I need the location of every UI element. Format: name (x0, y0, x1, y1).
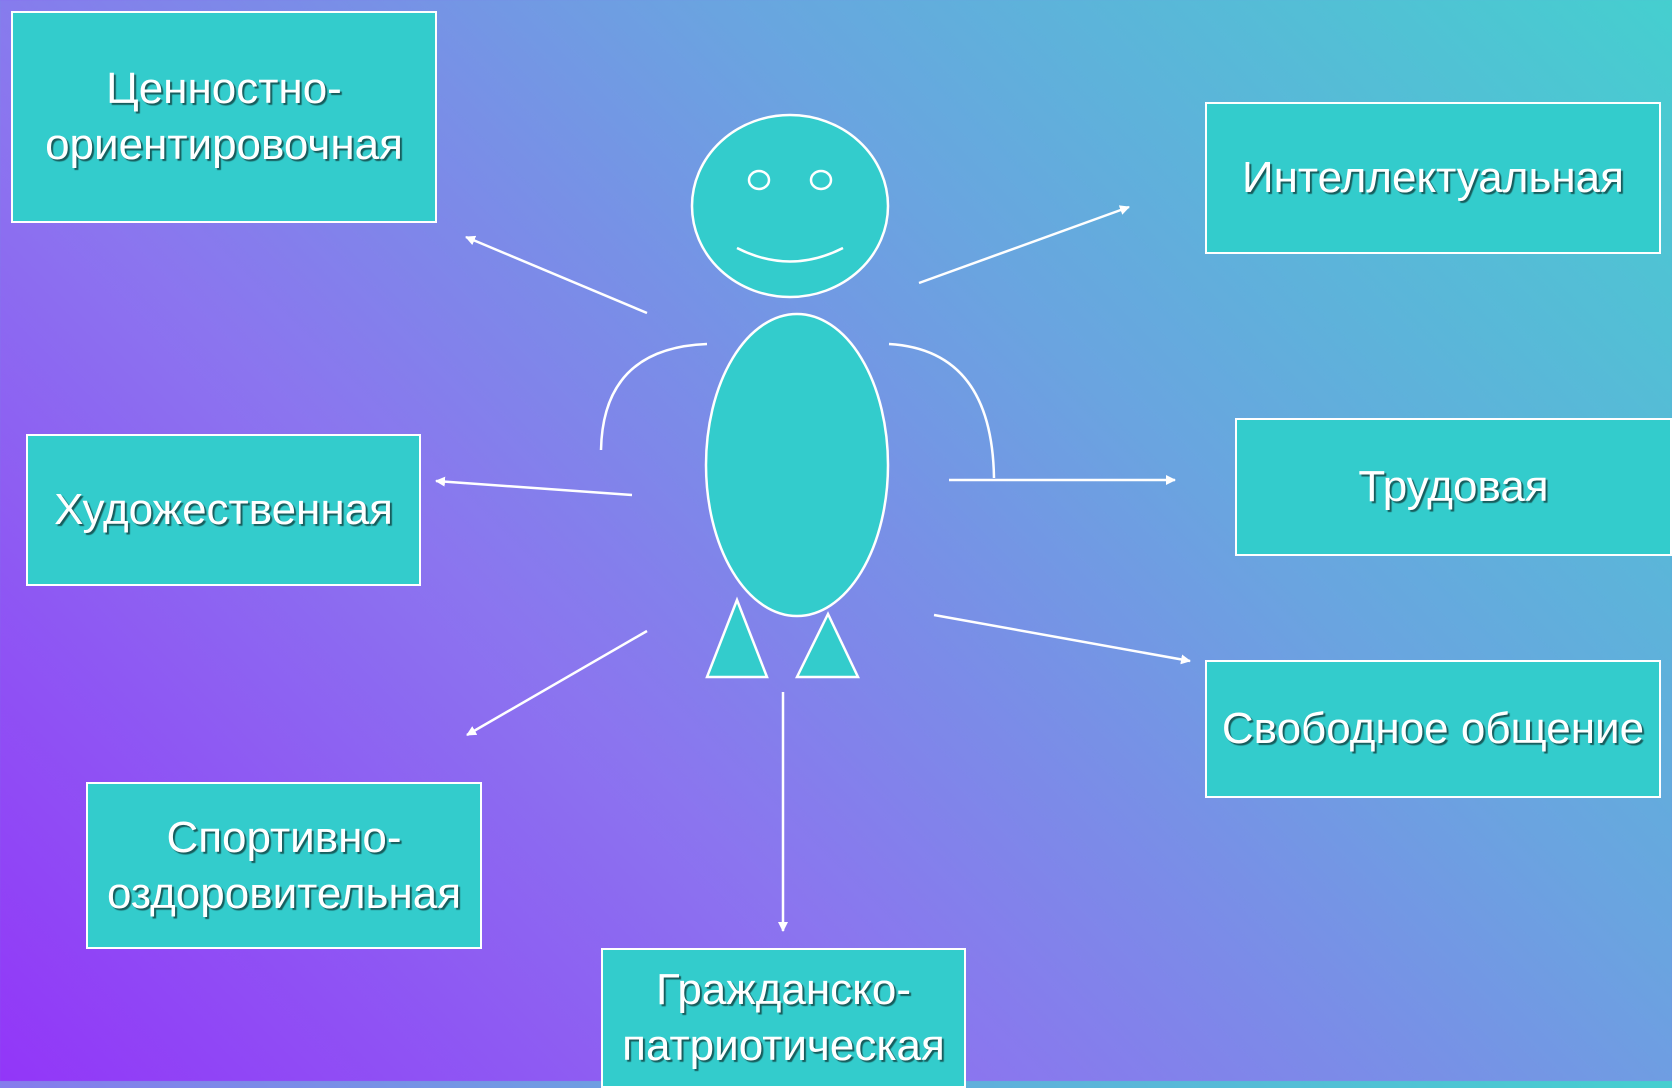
intellectual-box: Интеллектуальная (1205, 102, 1661, 254)
left-arm-icon (599, 342, 708, 451)
right-eye-icon (809, 169, 833, 191)
arrow-to-sports-health (466, 629, 648, 737)
sports-health-line-2: оздоровительная (106, 868, 462, 918)
value-orientation-line-1: Ценностно- (106, 64, 342, 113)
labor-box: Трудовая (1235, 418, 1672, 556)
arrow-to-free-communication (933, 613, 1191, 665)
civic-patriotic-box: Гражданско- патриотическая (601, 948, 966, 1088)
value-orientation-box: Ценностно- ориентировочная (11, 11, 437, 223)
body-icon (704, 312, 890, 618)
value-orientation-line-2: ориентировочная (45, 120, 403, 169)
right-arm-icon (888, 342, 996, 479)
left-eye-icon (747, 169, 771, 191)
free-communication-label: Свободное общение (1221, 704, 1645, 753)
right-foot-icon (794, 611, 860, 679)
sports-health-box: Спортивно- оздоровительная (86, 782, 482, 949)
person-figure-icon (599, 113, 996, 679)
artistic-label: Художественная (54, 485, 393, 534)
arrow-to-intellectual (918, 205, 1130, 285)
left-foot-icon (705, 596, 769, 679)
intellectual-label: Интеллектуальная (1242, 153, 1624, 202)
free-communication-box: Свободное общение (1205, 660, 1661, 798)
civic-patriotic-line-1: Гражданско- (655, 965, 912, 1014)
smile-icon (736, 246, 844, 263)
civic-patriotic-line-2: патриотическая (622, 1021, 945, 1070)
head-icon (690, 113, 890, 299)
sports-health-line-1: Спортивно- (166, 812, 402, 862)
artistic-box: Художественная (26, 434, 421, 586)
labor-label: Трудовая (1358, 462, 1549, 511)
arrow-to-value-orientation (465, 235, 648, 315)
arrow-to-artistic (435, 476, 633, 497)
